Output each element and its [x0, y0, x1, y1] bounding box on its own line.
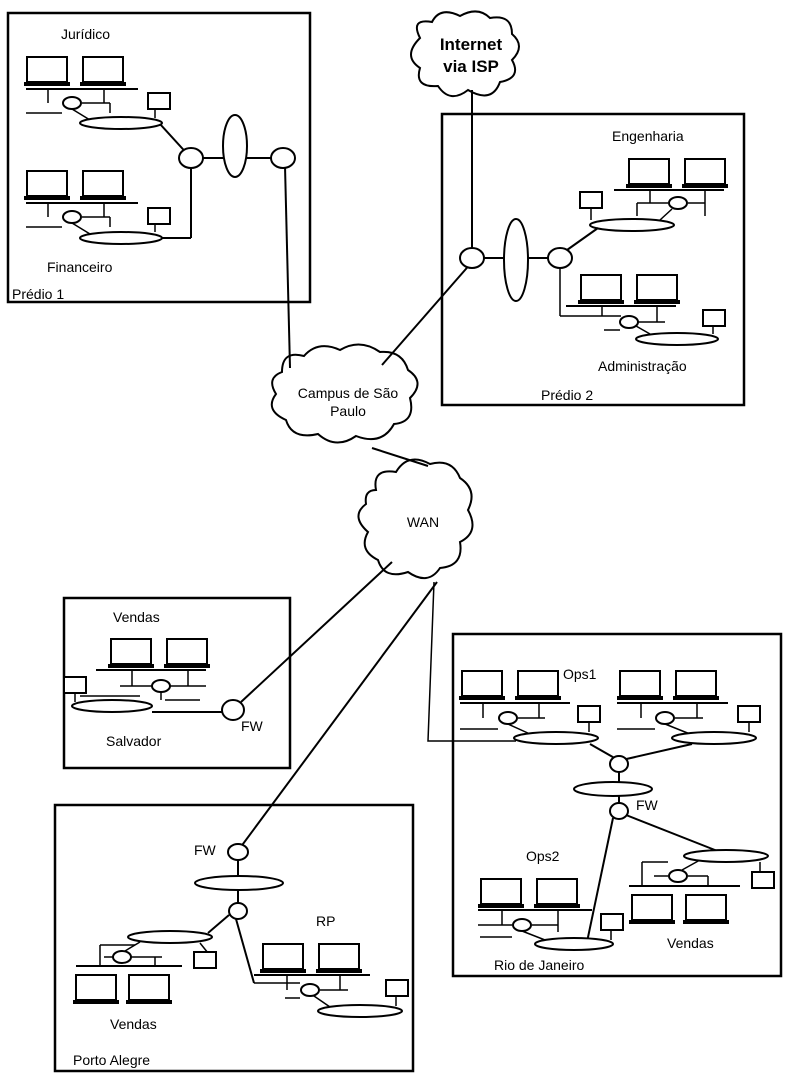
- rio-label: Rio de Janeiro: [494, 957, 584, 973]
- administracao-label: Administração: [598, 358, 687, 374]
- poa-fw-label: FW: [194, 842, 217, 858]
- wan-label: WAN: [407, 514, 439, 530]
- predio2-label: Prédio 2: [541, 387, 593, 403]
- porto-alegre-label: Porto Alegre: [73, 1052, 150, 1068]
- salvador-network: [63, 638, 245, 721]
- campus-label-line1: Campus de São: [298, 385, 399, 401]
- juridico-label: Jurídico: [61, 26, 110, 42]
- salvador-fw-label: FW: [241, 718, 264, 734]
- internet-cloud: [410, 10, 520, 97]
- poa-vendas-label: Vendas: [110, 1016, 157, 1032]
- predio2-box: [440, 112, 746, 407]
- predio1-label: Prédio 1: [12, 286, 64, 302]
- campus-cloud: [270, 343, 419, 444]
- backbone-links: [239, 90, 516, 849]
- campus-label-line2: Paulo: [330, 403, 366, 419]
- wan-cloud: [357, 458, 474, 579]
- ops1-label: Ops1: [563, 666, 597, 682]
- predio2-network: [459, 158, 729, 346]
- rp-label: RP: [316, 913, 335, 929]
- salvador-vendas-label: Vendas: [113, 609, 160, 625]
- salvador-box: [62, 596, 292, 770]
- internet-label: Internet: [440, 35, 503, 54]
- rio-network: [458, 670, 775, 951]
- rio-fw-label: FW: [636, 797, 659, 813]
- porto-alegre-box: [53, 803, 415, 1073]
- via-isp-label: via ISP: [443, 57, 499, 76]
- financeiro-label: Financeiro: [47, 259, 113, 275]
- salvador-label: Salvador: [106, 733, 162, 749]
- rio-vendas-label: Vendas: [667, 935, 714, 951]
- predio1-network: [23, 56, 296, 245]
- predio1-box: [6, 11, 312, 304]
- engenharia-label: Engenharia: [612, 128, 684, 144]
- ops2-label: Ops2: [526, 848, 560, 864]
- porto-alegre-network: [72, 843, 409, 1018]
- rio-box: [451, 632, 783, 978]
